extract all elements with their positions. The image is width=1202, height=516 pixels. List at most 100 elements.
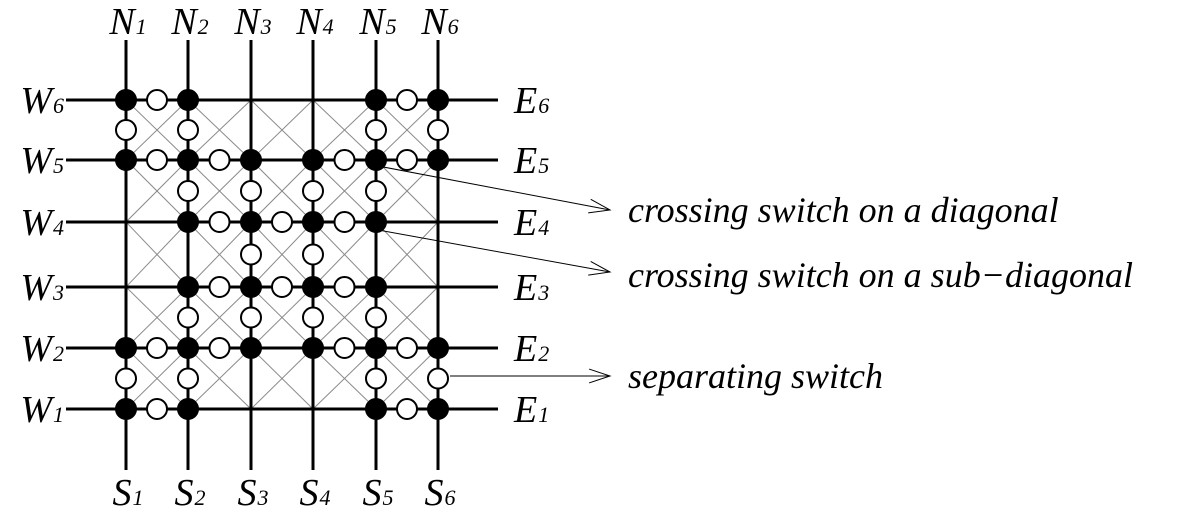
horizontal-separating-switch <box>333 149 356 171</box>
crossing-switch <box>115 398 137 420</box>
terminal-letter: N <box>420 1 449 43</box>
horizontal-separating-switch <box>396 149 418 171</box>
terminal-label-east: E3 <box>513 267 549 309</box>
diagonal-guide <box>125 221 189 288</box>
horizontal-separating-switch <box>333 211 356 233</box>
terminal-index: 4 <box>320 485 331 510</box>
terminal-index: 1 <box>136 14 147 39</box>
vertical-separating-switch <box>177 119 199 141</box>
vertical-separating-switch <box>177 367 199 390</box>
terminal-index: 4 <box>323 14 334 39</box>
horizontal-separating-switch <box>396 398 418 420</box>
vertical-separating-switch <box>302 243 324 266</box>
terminal-index: 3 <box>257 485 269 510</box>
horizontal-separating-switch <box>146 89 168 111</box>
diagonal-guide <box>375 221 439 288</box>
diagonal-guide <box>187 159 252 223</box>
terminal-letter: W <box>20 389 55 431</box>
terminal-index: 5 <box>386 14 397 39</box>
vertical-separating-switch <box>365 180 387 202</box>
vertical-separating-switch <box>177 180 199 202</box>
diagonal-guide <box>250 99 314 161</box>
arrowhead <box>588 198 612 214</box>
terminal-label-west: W4 <box>20 202 64 244</box>
horizontal-separating-switch <box>208 276 231 298</box>
crossing-switch <box>115 89 137 111</box>
diagonal-guide <box>125 286 189 349</box>
horizontal-separating-switch <box>333 276 356 298</box>
vertical-separating-switch <box>302 180 324 202</box>
terminal-letter: N <box>358 1 387 43</box>
diagonal-guide <box>125 99 189 161</box>
arrowhead <box>588 368 612 384</box>
crossing-switch <box>427 337 449 359</box>
terminal-label-south: S4 <box>300 472 331 514</box>
terminal-label-north: N3 <box>233 1 271 43</box>
crossing-switch <box>177 211 199 233</box>
annotation-leaders <box>377 165 612 384</box>
horizontal-separating-switch <box>396 337 418 359</box>
annotation-separating: separating switch <box>628 356 883 396</box>
crossing-switch <box>365 276 387 298</box>
terminal-index: 6 <box>538 93 549 118</box>
terminal-letter: E <box>513 80 537 122</box>
vertical-separating-switch <box>365 119 387 141</box>
crossing-switch <box>427 89 449 111</box>
vertical-separating-switch <box>365 306 387 329</box>
terminal-label-east: E4 <box>513 202 549 244</box>
terminal-index: 2 <box>195 485 206 510</box>
crossing-switch <box>365 398 387 420</box>
horizontal-separating-switch <box>146 337 168 359</box>
crossing-switch <box>365 149 387 171</box>
diagonal-guide <box>312 221 377 288</box>
annotation-texts: crossing switch on a diagonal crossing s… <box>628 190 1133 396</box>
terminal-label-west: W5 <box>20 140 64 182</box>
diagonal-guide <box>250 221 314 288</box>
crossing-switch <box>302 337 324 359</box>
crossing-switch <box>115 337 137 359</box>
terminal-index: 5 <box>53 153 64 178</box>
diagonal-guide <box>187 221 252 288</box>
arrowhead <box>588 261 612 276</box>
terminal-label-south: S6 <box>425 472 456 514</box>
crossing-switch <box>427 398 449 420</box>
horizontal-separating-switch <box>146 398 168 420</box>
crossing-switch <box>240 337 262 359</box>
diagonal-guide <box>375 286 439 349</box>
leader-diagonal <box>377 165 611 211</box>
terminal-index: 6 <box>53 93 64 118</box>
diagonal-guide <box>187 286 252 349</box>
vertical-separating-switch <box>427 367 449 390</box>
terminal-index: 4 <box>53 215 64 240</box>
terminal-letter: S <box>175 472 194 514</box>
crossing-switch <box>365 211 387 233</box>
diagonal-guide <box>250 347 314 410</box>
vertical-separating-switch <box>115 119 137 141</box>
horizontal-separating-switch <box>271 211 293 233</box>
terminal-index: 1 <box>53 402 64 427</box>
diagonal-guide <box>187 99 252 161</box>
terminal-label-west: W6 <box>20 80 64 122</box>
crossing-switch <box>177 276 199 298</box>
terminal-index: 3 <box>260 14 272 39</box>
terminal-index: 5 <box>538 153 549 178</box>
terminal-letter: W <box>20 80 55 122</box>
diagonal-guide <box>375 159 439 223</box>
vertical-separating-switch <box>240 306 262 329</box>
diagonal-guide <box>375 99 439 161</box>
terminal-label-south: S2 <box>175 472 206 514</box>
diagonal-guide <box>187 347 252 410</box>
terminal-letter: N <box>170 1 199 43</box>
terminal-index: 4 <box>538 215 549 240</box>
vertical-separating-switch <box>240 180 262 202</box>
horizontal-separating-switch <box>333 337 356 359</box>
crossing-switch <box>177 337 199 359</box>
crossing-switch <box>240 211 262 233</box>
terminal-index: 2 <box>198 14 209 39</box>
terminal-letter: E <box>513 389 537 431</box>
crossing-switch <box>177 398 199 420</box>
annotation-sub-diagonal: crossing switch on a sub−diagonal <box>628 255 1133 295</box>
terminal-letter: S <box>238 472 257 514</box>
diagonal-guide <box>375 347 439 410</box>
